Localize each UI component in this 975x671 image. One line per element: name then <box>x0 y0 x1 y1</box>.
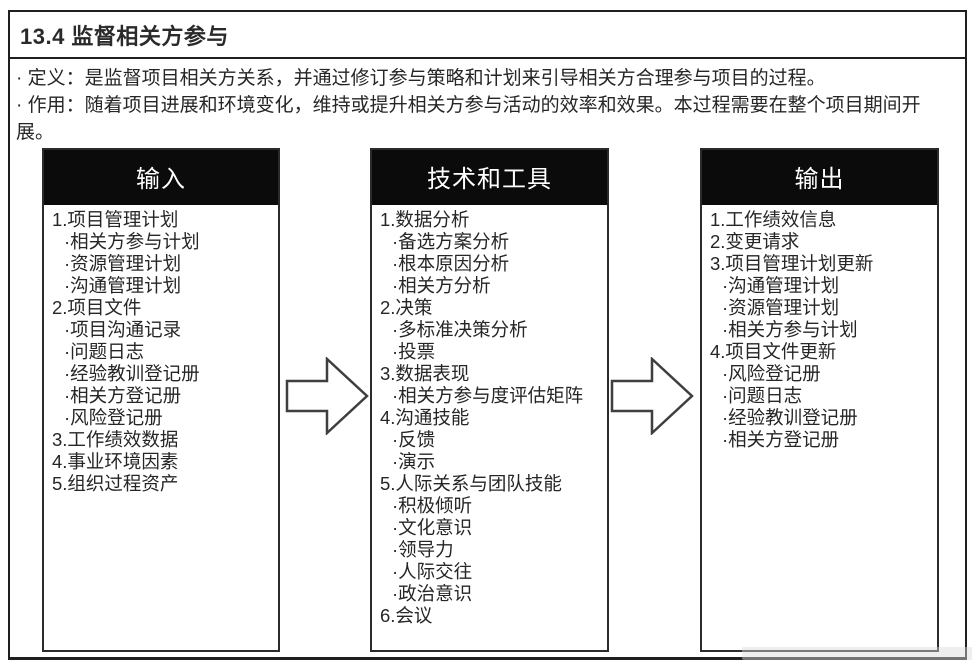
list-item: ·沟通管理计划 <box>64 275 182 296</box>
list-item: ·相关方参与计划 <box>64 231 200 252</box>
list-item: ·演示 <box>392 451 436 472</box>
watermark <box>742 647 972 660</box>
list-item: ·人际交往 <box>392 561 473 582</box>
title-bar: 13.4 监督相关方参与 <box>10 12 965 59</box>
process-card: 13.4 监督相关方参与 · 定义：是监督项目相关方关系，并通过修订参与策略和计… <box>8 10 972 660</box>
list-item: 1.项目管理计划 <box>52 209 179 230</box>
list-item: ·文化意识 <box>392 517 473 538</box>
right-arrow-icon <box>285 357 369 435</box>
list-item: ·积极倾听 <box>392 495 473 516</box>
list-item: 2.项目文件 <box>52 297 142 318</box>
list-item: 3.数据表现 <box>380 363 470 384</box>
list-item: ·相关方分析 <box>392 275 491 296</box>
list-item: ·问题日志 <box>64 341 145 362</box>
list-item: 5.组织过程资产 <box>52 473 179 494</box>
list-item: ·投票 <box>392 341 436 362</box>
list-item: 3.工作绩效数据 <box>52 429 179 450</box>
definition-line: · 定义：是监督项目相关方关系，并通过修订参与策略和计划来引导相关方合理参与项目… <box>16 68 826 89</box>
inputs-header: 输入 <box>44 150 278 205</box>
page-title: 13.4 监督相关方参与 <box>20 23 229 49</box>
list-item: 1.数据分析 <box>380 209 470 230</box>
list-item: 2.变更请求 <box>710 231 800 252</box>
list-item: 5.人际关系与团队技能 <box>380 473 562 494</box>
list-item: ·资源管理计划 <box>722 297 840 318</box>
list-item: 1.工作绩效信息 <box>710 209 837 230</box>
outputs-header: 输出 <box>702 150 937 205</box>
list-item: ·领导力 <box>392 539 454 560</box>
list-item: 2.决策 <box>380 297 433 318</box>
list-item: ·经验教训登记册 <box>722 407 858 428</box>
list-item: ·多标准决策分析 <box>392 319 528 340</box>
process-description: · 定义：是监督项目相关方关系，并通过修订参与策略和计划来引导相关方合理参与项目… <box>10 61 965 146</box>
list-item: ·问题日志 <box>722 385 803 406</box>
list-item: 4.事业环境因素 <box>52 451 179 472</box>
list-item: ·项目沟通记录 <box>64 319 182 340</box>
list-item: ·经验教训登记册 <box>64 363 200 384</box>
list-item: ·相关方参与计划 <box>722 319 858 340</box>
right-arrow-icon <box>610 357 694 435</box>
purpose-line: · 作用：随着项目进展和环境变化，维持或提升相关方参与活动的效率和效果。本过程需… <box>16 95 921 143</box>
list-item: 3.项目管理计划更新 <box>710 253 874 274</box>
list-item: ·相关方登记册 <box>64 385 182 406</box>
list-item: 4.沟通技能 <box>380 407 470 428</box>
list-item: ·风险登记册 <box>722 363 821 384</box>
list-item: ·反馈 <box>392 429 436 450</box>
list-item: ·相关方登记册 <box>722 429 840 450</box>
list-item: ·根本原因分析 <box>392 253 510 274</box>
list-item: ·备选方案分析 <box>392 231 510 252</box>
list-item: ·相关方参与度评估矩阵 <box>392 385 584 406</box>
tools-techniques-header: 技术和工具 <box>372 150 607 205</box>
list-item: 6.会议 <box>380 605 433 626</box>
list-item: 4.项目文件更新 <box>710 341 837 362</box>
list-item: ·政治意识 <box>392 583 473 604</box>
list-item: ·风险登记册 <box>64 407 163 428</box>
list-item: ·资源管理计划 <box>64 253 182 274</box>
list-item: ·沟通管理计划 <box>722 275 840 296</box>
